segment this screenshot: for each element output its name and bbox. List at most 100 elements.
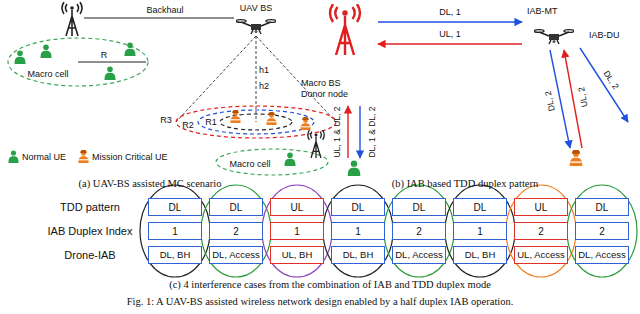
node-text: DL [596,202,609,213]
tower-icon [308,130,324,158]
critical-user-icon [230,110,240,123]
coverage-ring [198,110,314,134]
tdd-slot-cell: DL, BH [453,246,507,264]
downlink-arrow [580,48,628,122]
case-ellipse [567,185,637,277]
node-text: 1 [294,226,300,237]
tdd-slot-cell: UL, Access [514,246,568,264]
critical-user-icon [300,117,310,130]
node-text: UL [535,202,548,213]
coverage-ring [176,106,336,138]
radius-label: R2 [182,121,194,130]
node-text: IAB-DU [589,31,620,41]
tdd-slot-cell: DL, BH [331,246,385,264]
figure-caption: Fig. 1: A UAV-BS assisted wireless netwo… [127,297,514,308]
row-header: TDD pattern [60,202,120,213]
subcaption: (c) 4 interference cases from the combin… [169,280,491,291]
tdd-slot-cell: 2 [392,222,446,240]
drone-icon [236,20,276,34]
legend-text: Mission Critical UE [92,153,168,162]
link-arrow [378,43,522,44]
link-label: UL, 2 [577,86,589,108]
node-text: 2 [233,226,239,237]
link-label: DL, 2 [602,69,620,91]
node-text: UL, BH [282,250,313,260]
cell-label: Macro cell [27,70,68,79]
height-line [256,36,257,122]
legend-icon [8,150,18,162]
row-header: IAB Duplex Index [48,226,133,237]
case-ellipse [506,185,576,277]
radius-label: R3 [160,116,172,125]
uplink-arrow [347,106,348,158]
cell-label: Macro cell [229,160,270,169]
critical-user-icon [570,150,583,166]
case-ellipse [384,185,454,277]
user-icon [15,50,26,64]
node-label: UAV BS [240,4,272,13]
node-text: 1 [355,226,361,237]
downlink-arrow [359,106,360,158]
subcaption: (b) IAB based TDD duplex pattern [392,179,538,190]
case-ellipse [201,185,271,277]
case-ellipse [445,185,515,277]
tdd-slot-cell: DL [453,198,507,216]
drone-icon [534,30,574,44]
link-arrow [378,21,522,22]
link-label: UL, 1 [437,30,463,39]
user-icon [125,42,136,56]
cell-boundary [8,38,148,86]
node-text: DL [230,202,243,213]
cell-boundary [216,149,328,175]
node-text: 2 [538,226,544,237]
tdd-slot-cell: 2 [575,222,629,240]
node-text: UL [291,202,304,213]
node-text: DL, BH [160,250,191,260]
tdd-slot-cell: 1 [270,222,324,240]
backhaul-link [84,17,234,18]
radius-label: R1 [205,118,217,127]
node-text: Macro BS Donor node [301,78,357,99]
node-text: DL, Access [212,250,260,260]
radius-label: R [101,51,108,60]
tdd-slot-cell: 2 [209,222,263,240]
tdd-slot-cell: UL [514,198,568,216]
tdd-slot-cell: DL [209,198,263,216]
coverage-cone [176,36,256,122]
legend-icon [78,150,88,163]
radius-line [78,62,146,63]
user-icon [348,160,361,176]
user-icon [41,44,52,58]
node-text: IAB-MT [527,7,558,17]
link-label: DL, 2 [544,90,556,112]
tdd-slot-cell: DL [575,198,629,216]
tdd-slot-cell: UL [270,198,324,216]
case-ellipse [140,185,210,277]
case-ellipse [323,185,393,277]
link-label: DL, 1 & DL, 2 [368,106,377,157]
user-icon [105,66,116,80]
tdd-slot-cell: DL [148,198,202,216]
node-text: DL, BH [465,250,496,260]
tdd-slot-cell: 1 [148,222,202,240]
iab-drone-node: IAB-MT IAB-DU [522,4,630,54]
node-text: DL [413,202,426,213]
tdd-slot-cell: DL, Access [575,246,629,264]
critical-user-icon [266,112,276,125]
node-text: DL, Access [395,250,443,260]
node-text: DL [474,202,487,213]
node-text: UL, Access [517,250,565,260]
node-text: 1 [172,226,178,237]
tdd-slot-cell: 2 [514,222,568,240]
case-ellipse [262,185,332,277]
user-icon [285,152,296,166]
node-text: 2 [416,226,422,237]
tdd-slot-cell: DL, Access [392,246,446,264]
link-label: DL, 1 [437,8,463,17]
tdd-slot-cell: 1 [331,222,385,240]
subcaption: (a) UAV-BS assisted MC scenario [79,179,222,190]
height-label: h2 [259,82,269,91]
tdd-slot-cell: DL [392,198,446,216]
height-label: h1 [259,66,269,75]
